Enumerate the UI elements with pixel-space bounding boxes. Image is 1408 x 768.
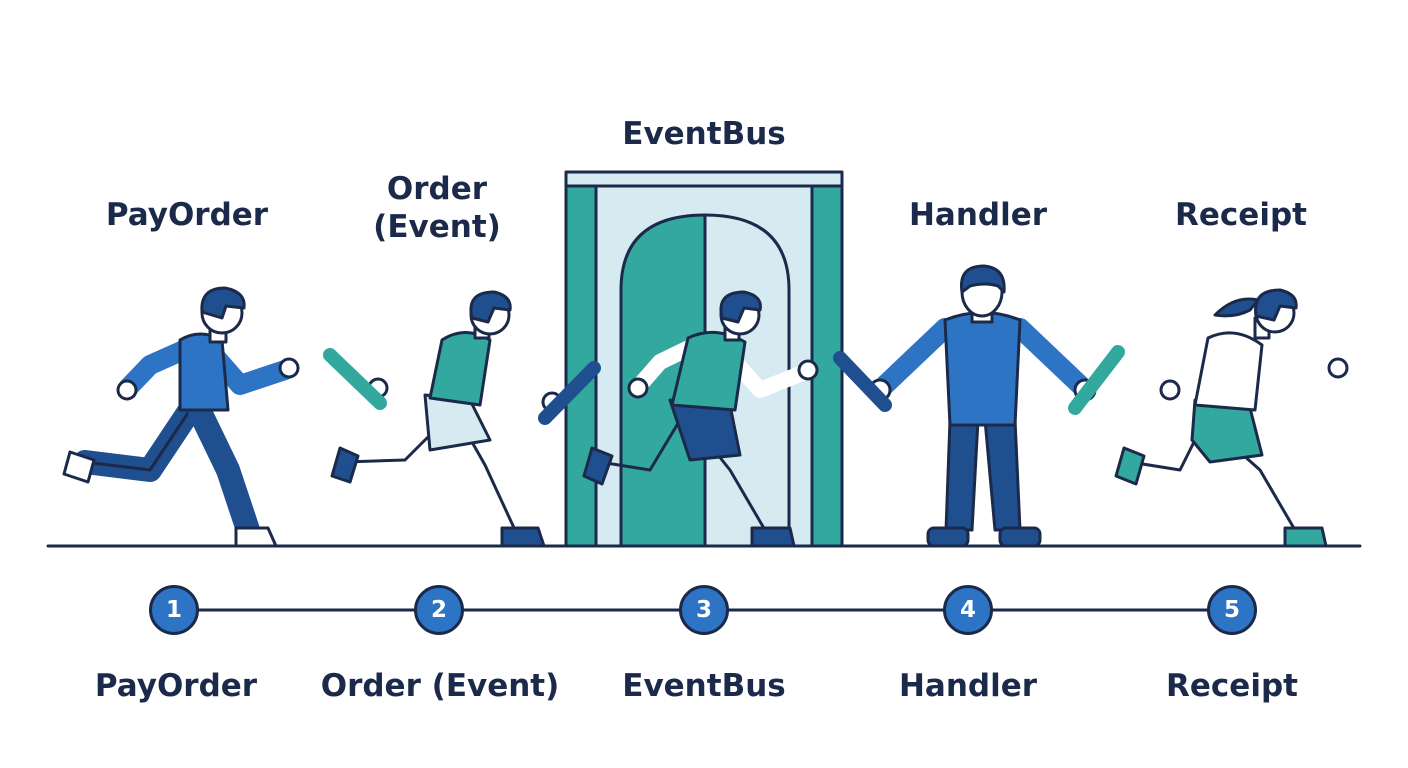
runner-eventbus (582, 290, 819, 548)
handler-figure (833, 264, 1125, 548)
top-label-receipt: Receipt (1175, 197, 1307, 233)
runner-receipt (1114, 288, 1349, 548)
top-label-order-event: Order (Event) (373, 171, 501, 245)
step-label-eventbus: EventBus (622, 668, 786, 704)
runner-payorder (62, 286, 300, 548)
step-label-payorder: PayOrder (94, 668, 258, 704)
step-badge-3: 3 (679, 585, 729, 635)
step-badge-1: 1 (149, 585, 199, 635)
step-badge-4: 4 (943, 585, 993, 635)
step-label-handler: Handler (898, 668, 1038, 704)
step-badge-5: 5 (1207, 585, 1257, 635)
top-label-handler: Handler (908, 197, 1048, 233)
step-label-receipt: Receipt (1166, 668, 1298, 704)
runner-order-event (323, 290, 601, 548)
top-label-payorder: PayOrder (105, 197, 269, 233)
step-label-order-event: Order (Event) (320, 668, 560, 704)
eventbus-title: EventBus (622, 116, 786, 152)
step-badge-2: 2 (414, 585, 464, 635)
